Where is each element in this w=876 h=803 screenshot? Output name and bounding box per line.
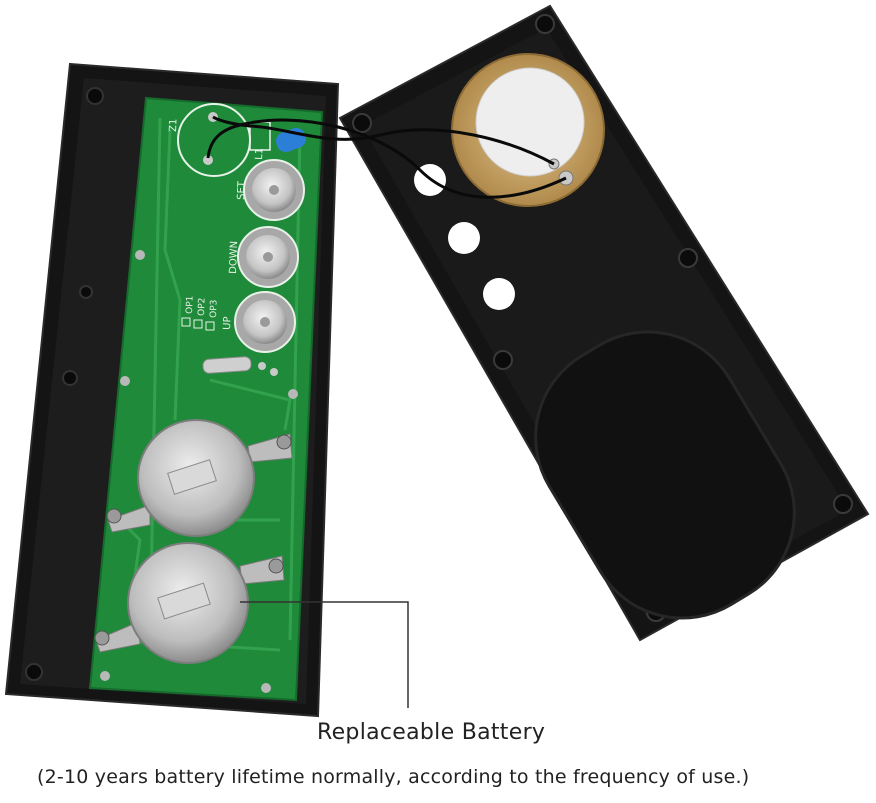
solder-pad [258, 362, 266, 370]
pcb-label-l1: L1 [254, 148, 265, 160]
pcb-via [100, 671, 110, 681]
pcb-via [135, 250, 145, 260]
jumper-pad [205, 321, 215, 331]
screw-hole [833, 494, 853, 514]
screw-hole [79, 285, 93, 299]
screw-hole [678, 248, 698, 268]
pcb-label-up: UP [222, 316, 233, 330]
pcb-via [261, 683, 271, 693]
set-button [243, 159, 305, 221]
screw-hole [535, 14, 555, 34]
left-case: Z1 L1 SET DOWN OP1 OP2 OP3 UP [4, 62, 340, 718]
pcb-label-op3: OP3 [209, 300, 220, 319]
screw-hole [493, 350, 513, 370]
solder-pad [203, 155, 213, 165]
screw-hole [352, 113, 372, 133]
pcb-label-set: SET [236, 180, 248, 200]
caption-replaceable-battery: Replaceable Battery [317, 720, 546, 745]
down-button [237, 226, 299, 288]
caption-battery-lifetime: (2-10 years battery lifetime normally, a… [37, 766, 750, 788]
jumper-pad [193, 319, 203, 329]
sound-hole [483, 278, 515, 310]
coin-battery-bottom [94, 542, 285, 664]
pcb-label-op1: OP1 [185, 296, 196, 315]
piezo-wires [206, 115, 567, 199]
right-case [338, 4, 870, 642]
up-button [234, 291, 296, 353]
screw-hole [25, 663, 43, 681]
screw-hole [62, 370, 78, 386]
crystal-oscillator [202, 356, 252, 374]
pcb-via [120, 376, 130, 386]
pcb-label-op2: OP2 [197, 298, 208, 317]
jumper-pad [181, 317, 191, 327]
pcb-label-down: DOWN [228, 241, 240, 274]
sound-hole [448, 222, 480, 254]
screw-hole [86, 87, 104, 105]
piezo-buzzer [451, 53, 605, 207]
coin-battery-top [106, 419, 293, 537]
pcb-label-z1: Z1 [168, 119, 179, 133]
battery-recess [534, 330, 796, 620]
solder-pad [270, 368, 278, 376]
callout-line [240, 601, 409, 708]
pcb-via [288, 389, 298, 399]
